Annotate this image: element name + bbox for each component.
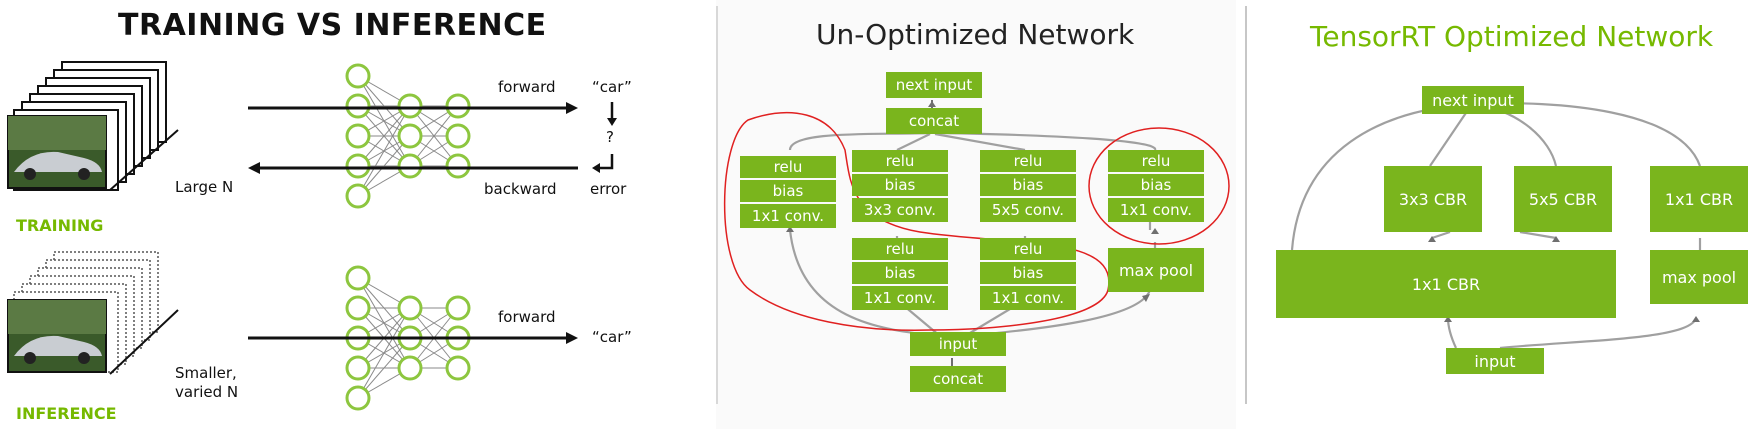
node-max-pool-unopt: max pool	[1108, 248, 1204, 292]
label-car-output: “car”	[592, 78, 632, 96]
node-conv-3x3: 3x3 conv.	[852, 198, 948, 222]
training-depth-line	[109, 129, 179, 191]
node-conv-1x1-right: 1x1 conv.	[1108, 198, 1204, 222]
label-forward-inference: forward	[498, 308, 556, 326]
node-concat-bottom: concat	[910, 366, 1006, 392]
node-1x1-cbr-wide: 1x1 CBR	[1276, 250, 1616, 318]
node-bias-3x3-reduce: bias	[852, 262, 948, 284]
node-bias-5x5-reduce: bias	[980, 262, 1076, 284]
node-3x3-cbr: 3x3 CBR	[1384, 166, 1482, 232]
label-error: error	[590, 180, 627, 198]
node-relu-3x3: relu	[852, 150, 948, 172]
node-conv-5x5: 5x5 conv.	[980, 198, 1076, 222]
panel-divider-right	[1245, 6, 1247, 404]
label-question: ?	[606, 128, 614, 146]
node-relu-5x5-reduce: relu	[980, 238, 1076, 260]
label-smaller-n-1: Smaller,	[175, 364, 237, 382]
label-large-n: Large N	[175, 178, 234, 196]
panel-title-training-vs-inference: TRAINING VS INFERENCE	[118, 8, 547, 43]
training-neural-network	[345, 63, 471, 209]
panel-title-tensorrt: TensorRT Optimized Network	[1310, 20, 1714, 53]
node-conv-1x1-5x5-reduce: 1x1 conv.	[980, 286, 1076, 310]
node-bias-3x3: bias	[852, 174, 948, 196]
label-inference: INFERENCE	[16, 404, 117, 423]
training-vs-inference-panel: TRAINING VS INFERENCE	[0, 0, 640, 429]
label-backward: backward	[484, 180, 557, 198]
red-highlight-right-group	[1088, 127, 1230, 245]
node-bias-1x1: bias	[740, 180, 836, 202]
node-relu-3x3-reduce: relu	[852, 238, 948, 260]
node-5x5-cbr: 5x5 CBR	[1514, 166, 1612, 232]
node-conv-1x1-3x3-reduce: 1x1 conv.	[852, 286, 948, 310]
panel-divider-left	[716, 6, 718, 404]
node-max-pool-trt: max pool	[1650, 250, 1748, 304]
inference-car-photo	[7, 299, 107, 373]
node-input-trt: input	[1446, 348, 1544, 374]
red-highlight-left-group	[723, 111, 1110, 331]
inference-neural-network	[345, 265, 471, 411]
node-relu-right: relu	[1108, 150, 1204, 172]
training-inference-graphics	[7, 61, 617, 411]
node-next-input-trt: next input	[1422, 86, 1524, 114]
label-car-inference: “car”	[592, 328, 632, 346]
label-smaller-n-2: varied N	[175, 383, 239, 401]
node-conv-1x1-left: 1x1 conv.	[740, 204, 836, 228]
node-1x1-cbr-small: 1x1 CBR	[1650, 166, 1748, 232]
node-next-input-unopt: next input	[886, 72, 982, 98]
node-input-unopt: input	[910, 332, 1006, 356]
inference-depth-line	[109, 309, 179, 375]
node-relu-5x5: relu	[980, 150, 1076, 172]
node-relu-1x1: relu	[740, 156, 836, 178]
node-concat-top: concat	[886, 108, 982, 134]
node-bias-right: bias	[1108, 174, 1204, 196]
training-car-photo	[7, 115, 107, 189]
panel-title-unoptimized: Un-Optimized Network	[816, 18, 1135, 51]
label-training: TRAINING	[16, 216, 104, 235]
label-forward: forward	[498, 78, 556, 96]
node-bias-5x5: bias	[980, 174, 1076, 196]
